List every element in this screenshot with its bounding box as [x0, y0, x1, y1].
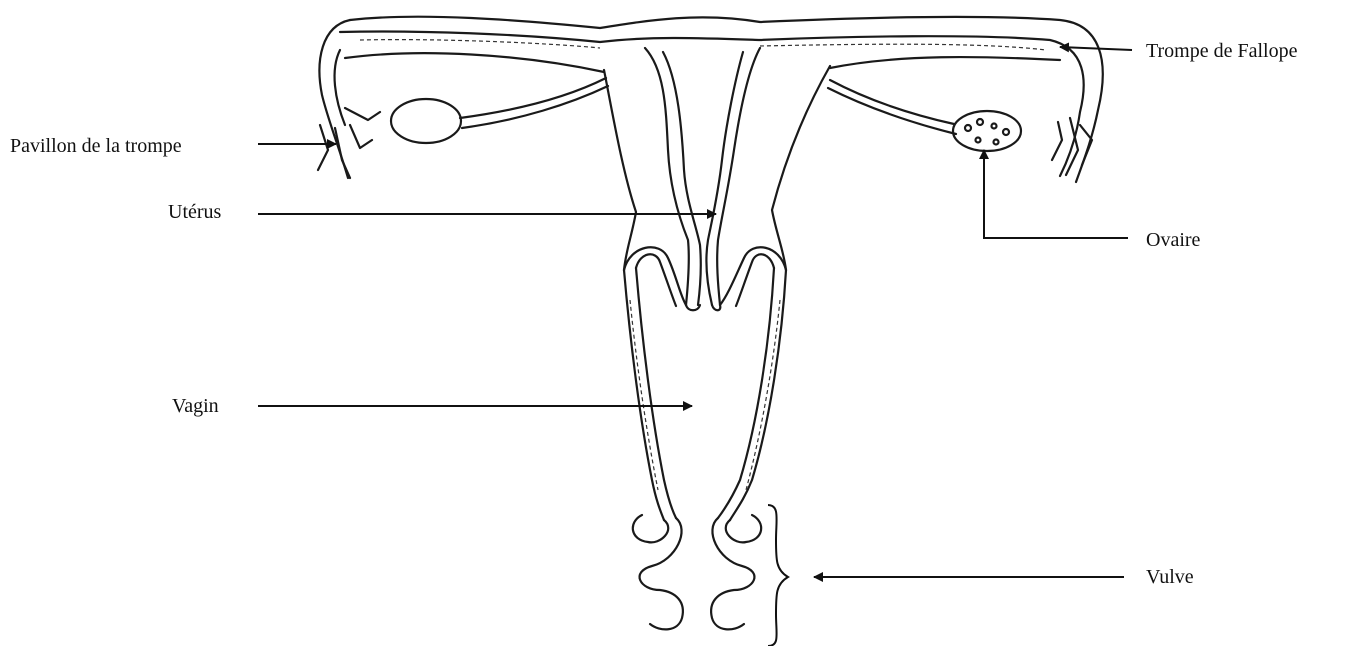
- label-pavillon: Pavillon de la trompe: [10, 136, 182, 156]
- left-ovary: [391, 78, 608, 143]
- vagina: [624, 268, 786, 520]
- label-uterus: Utérus: [168, 202, 221, 222]
- label-trompe-de-fallope: Trompe de Fallope: [1146, 41, 1297, 61]
- label-vulve: Vulve: [1146, 567, 1194, 587]
- vulva: [633, 515, 761, 629]
- label-vagin: Vagin: [172, 396, 219, 416]
- uterus: [604, 48, 830, 310]
- ovaire-arrow: [984, 150, 1128, 238]
- label-ovaire: Ovaire: [1146, 230, 1200, 250]
- vulve-brace: [768, 505, 788, 646]
- right-ovary: [828, 80, 1021, 151]
- cervix: [624, 247, 786, 306]
